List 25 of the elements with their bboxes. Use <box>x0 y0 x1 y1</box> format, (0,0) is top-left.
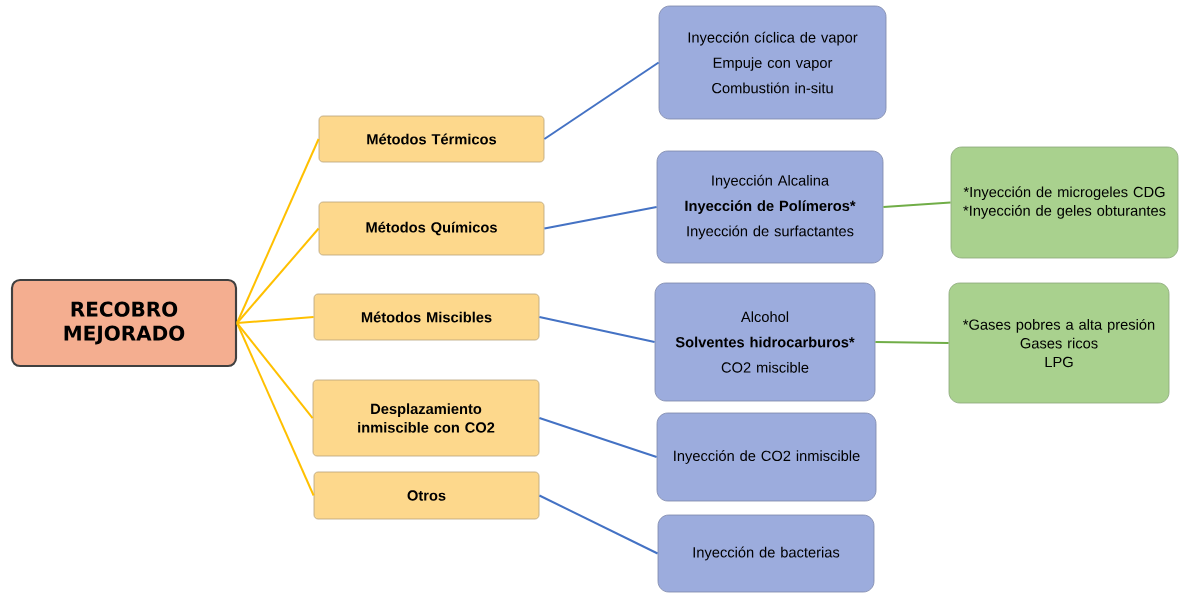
sub-method-box: *Inyección de microgeles CDG *Inyección de geles obturantes <box>950 146 1179 259</box>
connector-line <box>236 138 320 324</box>
connector-line <box>882 201 952 208</box>
category-box: Métodos Miscibles <box>313 293 540 341</box>
method-box: Inyección Alcalina Inyección de Polímeros* Inyección de surfactantes <box>656 150 884 264</box>
connector-line <box>538 494 659 555</box>
method-box: Inyección de bacterias <box>657 514 875 593</box>
connector-line <box>236 316 315 324</box>
method-box: Alcohol Solventes hidrocarburos* CO2 miscible <box>654 282 876 402</box>
method-box: Inyección cíclica de vapor Empuje con vapor Combustión in-situ <box>658 5 887 120</box>
connector-line <box>874 341 950 344</box>
connector-line <box>538 417 658 458</box>
sub-method-box: *Gases pobres a alta presión Gases ricos LPG <box>948 282 1170 404</box>
category-box: Métodos Químicos <box>318 201 545 256</box>
connector-line <box>236 322 315 497</box>
root-box: RECOBRO MEJORADO <box>10 278 238 368</box>
connector-line <box>538 316 656 343</box>
category-box: Desplazamiento inmiscible con CO2 <box>312 379 540 457</box>
method-box: Inyección de CO2 inmiscible <box>656 412 877 502</box>
connector-line <box>543 61 660 140</box>
category-box: Métodos Térmicos <box>318 115 545 163</box>
connector-line <box>236 322 314 419</box>
connector-line <box>236 227 320 324</box>
category-box: Otros <box>313 471 540 520</box>
connector-line <box>543 206 658 230</box>
